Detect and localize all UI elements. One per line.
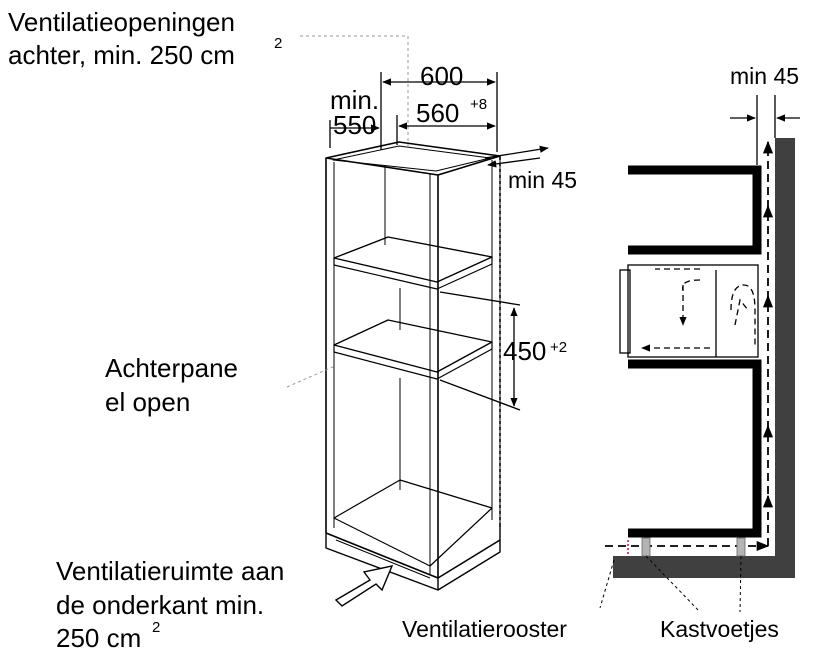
vent-openings-label-line2: achter, min. 250 cm (8, 40, 235, 70)
upper-cabinet-section (628, 165, 762, 255)
foot-right (736, 537, 746, 557)
air-inlet-arrow (334, 565, 394, 607)
lower-cabinet-section (628, 359, 762, 538)
back-panel-label-line2: el open (105, 387, 190, 417)
cabinet-top-inner (332, 145, 491, 172)
guide-lines (286, 35, 501, 525)
width-560-label: 560 (416, 98, 459, 128)
middle-shelf (333, 319, 493, 373)
width-600-label: 600 (420, 61, 463, 91)
bottom-space-superscript: 2 (152, 619, 160, 636)
wall (775, 138, 795, 578)
oven-section (619, 264, 759, 358)
vent-openings-superscript: 2 (274, 35, 282, 52)
vent-openings-label-line1: Ventilatieopeningen (8, 7, 235, 37)
cabinet-floor (333, 479, 493, 567)
width-560-tolerance: +8 (470, 96, 487, 113)
cabinet-feet-label: Kastvoetjes (660, 616, 779, 642)
depth-550-label: 550 (333, 110, 376, 140)
min-label: min. (330, 85, 379, 115)
side-section (599, 95, 800, 613)
foot-left (641, 537, 651, 557)
floor-slab (613, 556, 795, 578)
height-450-tolerance: +2 (550, 339, 567, 356)
height-450-label: 450 (503, 336, 546, 366)
cabinet-top (325, 141, 501, 176)
dim-450 (439, 291, 521, 411)
side-min45-label: min 45 (730, 63, 799, 89)
gap-min45-label: min 45 (508, 167, 577, 193)
top-dimensions (329, 72, 549, 168)
cabinet-drawing (325, 141, 501, 591)
ventilation-grille-label: Ventilatierooster (402, 616, 567, 642)
side-gap-dimension (730, 95, 800, 165)
bottom-space-label-line3: 250 cm (56, 623, 141, 653)
dim-min45-line (484, 145, 549, 159)
bottom-space-label-line1: Ventilatieruimte aan (56, 556, 284, 586)
back-panel-label-line1: Achterpane (105, 353, 238, 383)
bottom-space-label-line2: de onderkant min. (56, 590, 264, 620)
